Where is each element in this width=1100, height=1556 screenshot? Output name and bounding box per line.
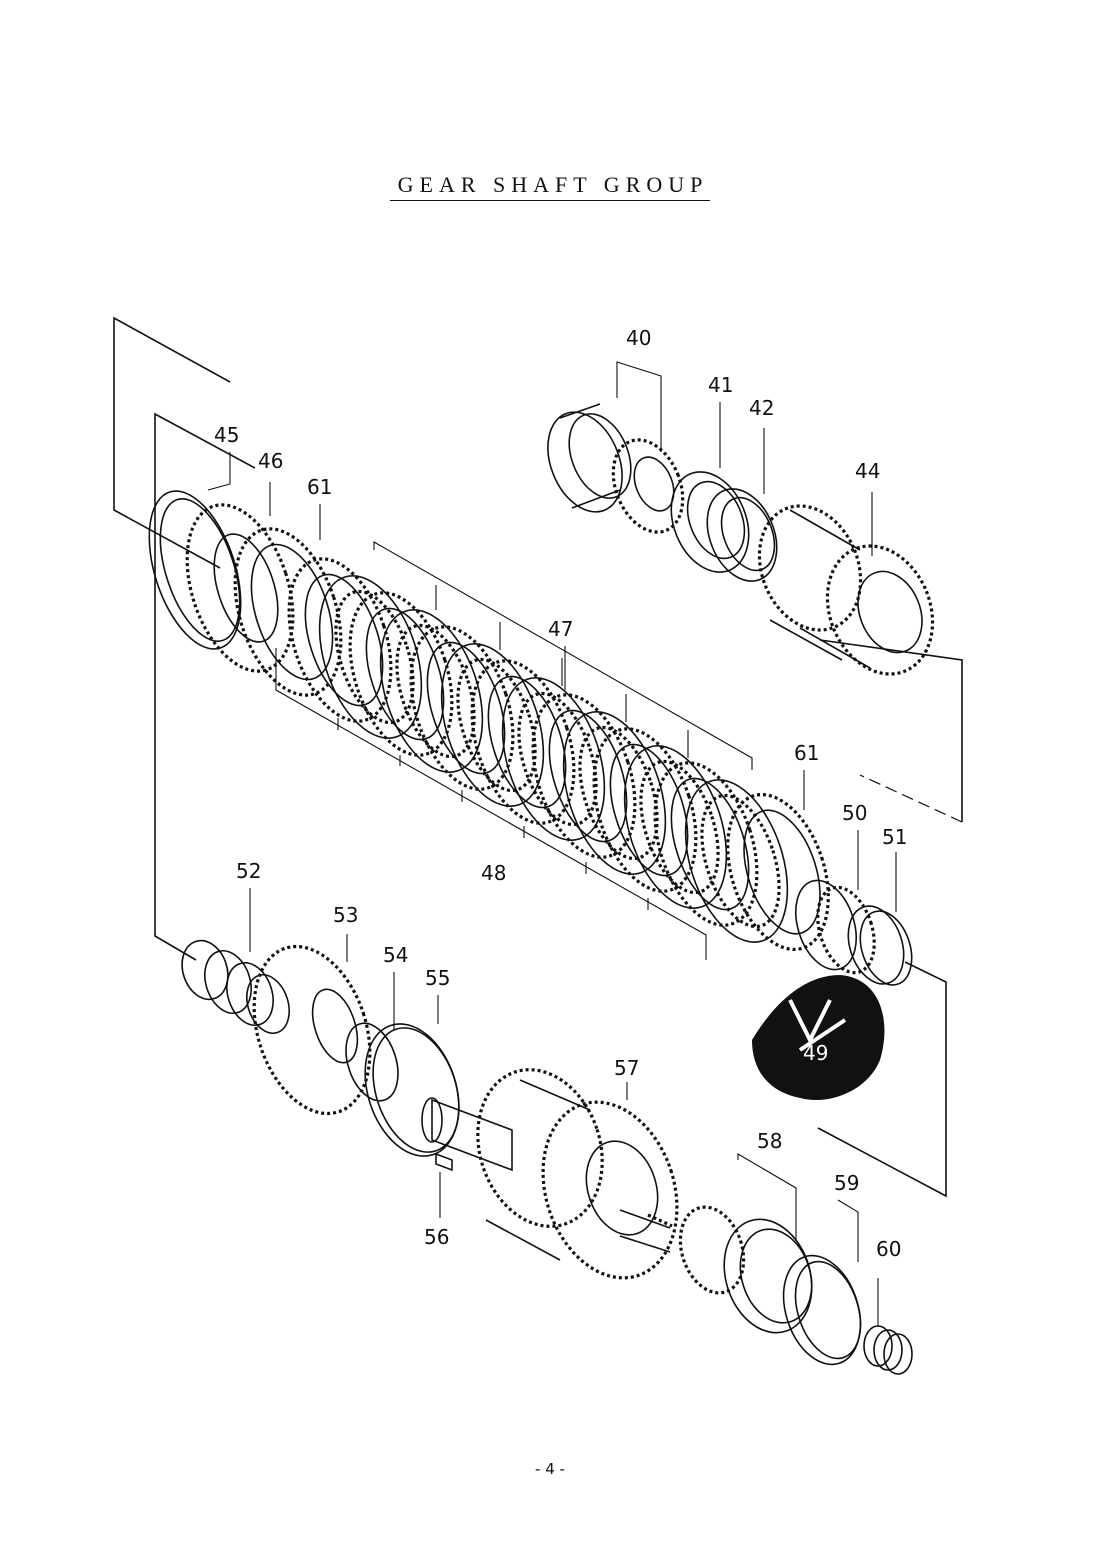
- ring-59: [782, 1254, 862, 1366]
- part-label-47: 47: [548, 617, 573, 641]
- part-numbers: 40 41 42 44 45 46 61 47 48 61 50 51 49 5…: [214, 326, 907, 1261]
- gear-44: [757, 504, 935, 676]
- part-label-55: 55: [425, 966, 450, 990]
- clutch-disc-inner: [548, 709, 628, 843]
- gear-shaft-57: [421, 1068, 679, 1280]
- part-label-40: 40: [626, 326, 651, 350]
- spring-60: [863, 1325, 913, 1375]
- clutch-disc-inner: [639, 759, 720, 895]
- part-label-61-left: 61: [307, 475, 332, 499]
- part-label-53: 53: [333, 903, 358, 927]
- part-label-52: 52: [236, 859, 261, 883]
- roller-bearing-58: [678, 1205, 813, 1334]
- ring-54: [345, 1022, 399, 1102]
- clutch-pack-brackets: [275, 541, 753, 960]
- clutch-disc: [318, 575, 423, 739]
- part-label-44: 44: [855, 459, 880, 483]
- end-plate-61-left: [233, 527, 343, 697]
- clutch-disc-inner: [517, 691, 598, 827]
- clutch-disc: [409, 625, 515, 791]
- diagram-title-text: GEAR SHAFT GROUP: [389, 172, 711, 201]
- gear-ring-46: [185, 503, 295, 673]
- clutch-disc-inner: [578, 725, 659, 861]
- diagram-title: GEAR SHAFT GROUP: [0, 172, 1100, 201]
- part-label-41: 41: [708, 373, 733, 397]
- inspection-stamp: [752, 975, 885, 1101]
- part-label-59: 59: [834, 1171, 859, 1195]
- clutch-disc-stack-47-48: [287, 557, 789, 943]
- clutch-disc: [440, 643, 545, 807]
- clutch-disc: [684, 779, 789, 943]
- clutch-disc-inner: [334, 589, 415, 725]
- piston-53: [252, 944, 372, 1116]
- part-label-45: 45: [214, 423, 239, 447]
- roller-bearing-40: [611, 438, 685, 534]
- clutch-disc: [653, 761, 759, 927]
- part-label-51: 51: [882, 825, 907, 849]
- assembly-brackets: [113, 316, 963, 1198]
- part-label-56: 56: [424, 1225, 449, 1249]
- clutch-disc: [287, 557, 393, 723]
- clutch-disc: [562, 711, 667, 875]
- snap-ring-45: [148, 490, 242, 650]
- part-label-58: 58: [757, 1129, 782, 1153]
- part-label-49: 49: [803, 1041, 828, 1065]
- clutch-disc: [501, 677, 606, 841]
- clutch-disc-inner: [487, 675, 567, 809]
- clutch-disc-inner: [365, 607, 445, 741]
- clutch-disc-inner: [426, 641, 506, 775]
- part-label-57: 57: [614, 1056, 639, 1080]
- part-label-61-right: 61: [794, 741, 819, 765]
- clutch-disc: [348, 591, 454, 757]
- clutch-disc-inner: [304, 573, 384, 707]
- leader-lines: [207, 361, 897, 1326]
- clutch-disc: [623, 745, 728, 909]
- clutch-disc: [531, 693, 637, 859]
- clutch-disc-inner: [395, 623, 476, 759]
- clutch-disc-inner: [670, 777, 750, 911]
- part-label-48: 48: [481, 861, 506, 885]
- part-label-42: 42: [749, 396, 774, 420]
- ring-42: [706, 488, 778, 582]
- bearing-cup-40: [547, 403, 632, 513]
- page-number: - 4 -: [535, 1460, 565, 1478]
- clutch-disc: [592, 727, 698, 893]
- clutch-disc-inner: [700, 793, 781, 929]
- clutch-disc-inner: [609, 743, 689, 877]
- part-label-60: 60: [876, 1237, 901, 1261]
- part-label-50: 50: [842, 801, 867, 825]
- ring-41: [670, 471, 750, 573]
- part-label-46: 46: [258, 449, 283, 473]
- clutch-disc: [470, 659, 576, 825]
- part-label-54: 54: [383, 943, 408, 967]
- end-plate-61-right: [726, 792, 830, 952]
- pin-56: [435, 1152, 453, 1172]
- ring-55: [364, 1023, 460, 1157]
- clutch-disc-inner: [456, 657, 537, 793]
- spring-ring-51: [847, 905, 913, 986]
- clutch-disc: [379, 609, 484, 773]
- ring-50: [795, 879, 876, 975]
